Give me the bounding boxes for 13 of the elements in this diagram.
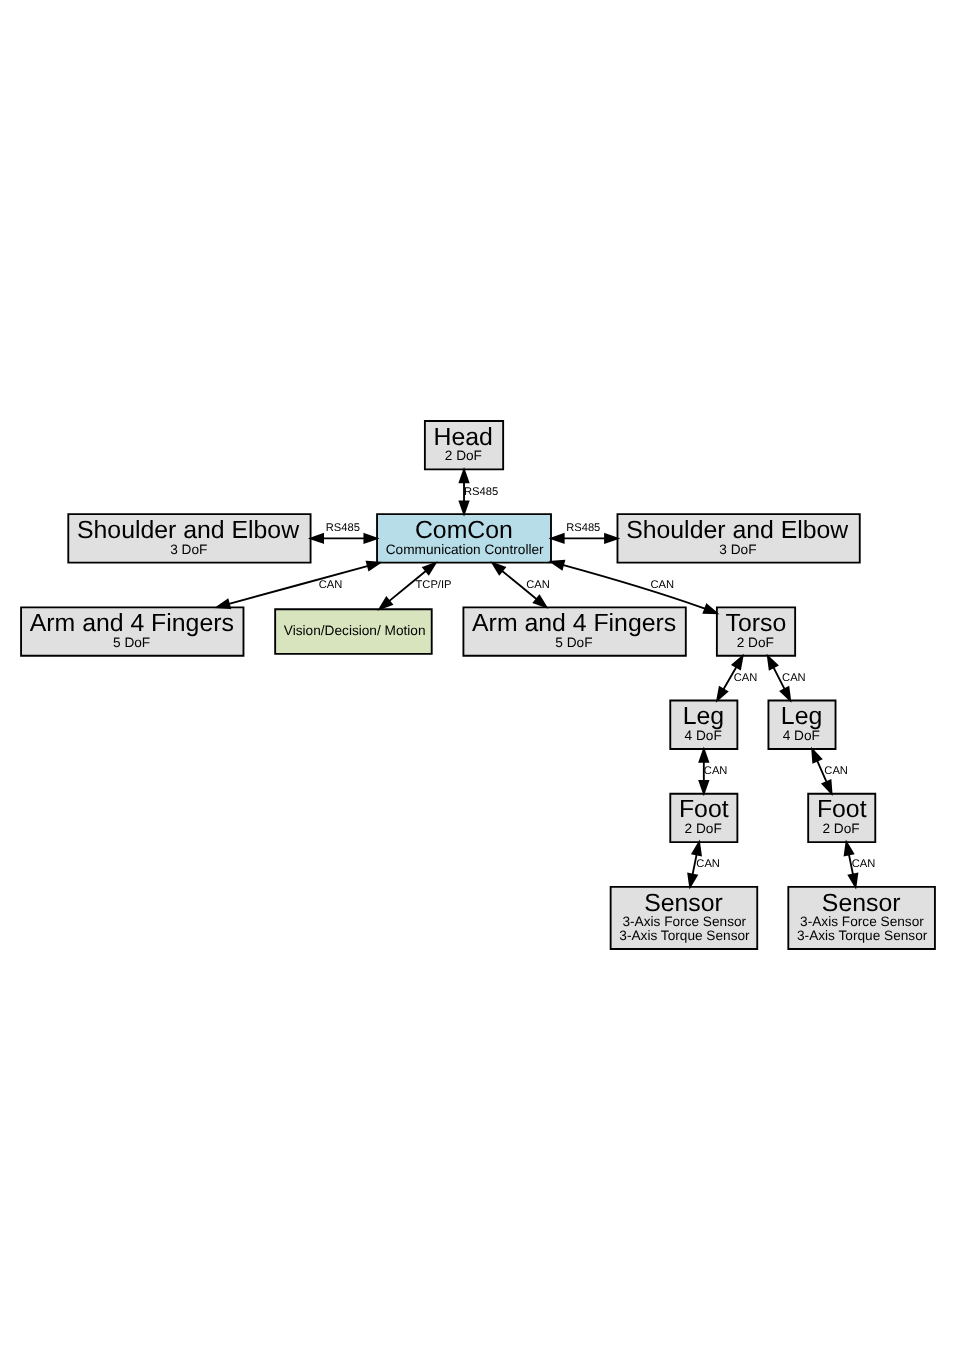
- arrow: [377, 561, 438, 611]
- arrow: [811, 746, 833, 796]
- arrow: [307, 532, 380, 545]
- arrow: [548, 532, 621, 545]
- arrow: [214, 560, 383, 610]
- arrow: [843, 839, 859, 890]
- arrow: [766, 653, 792, 703]
- arrow: [458, 467, 470, 517]
- arrow: [715, 653, 744, 703]
- arrow: [548, 559, 720, 615]
- arrow: [698, 746, 710, 797]
- arrow: [490, 561, 549, 609]
- arrow: [687, 839, 702, 890]
